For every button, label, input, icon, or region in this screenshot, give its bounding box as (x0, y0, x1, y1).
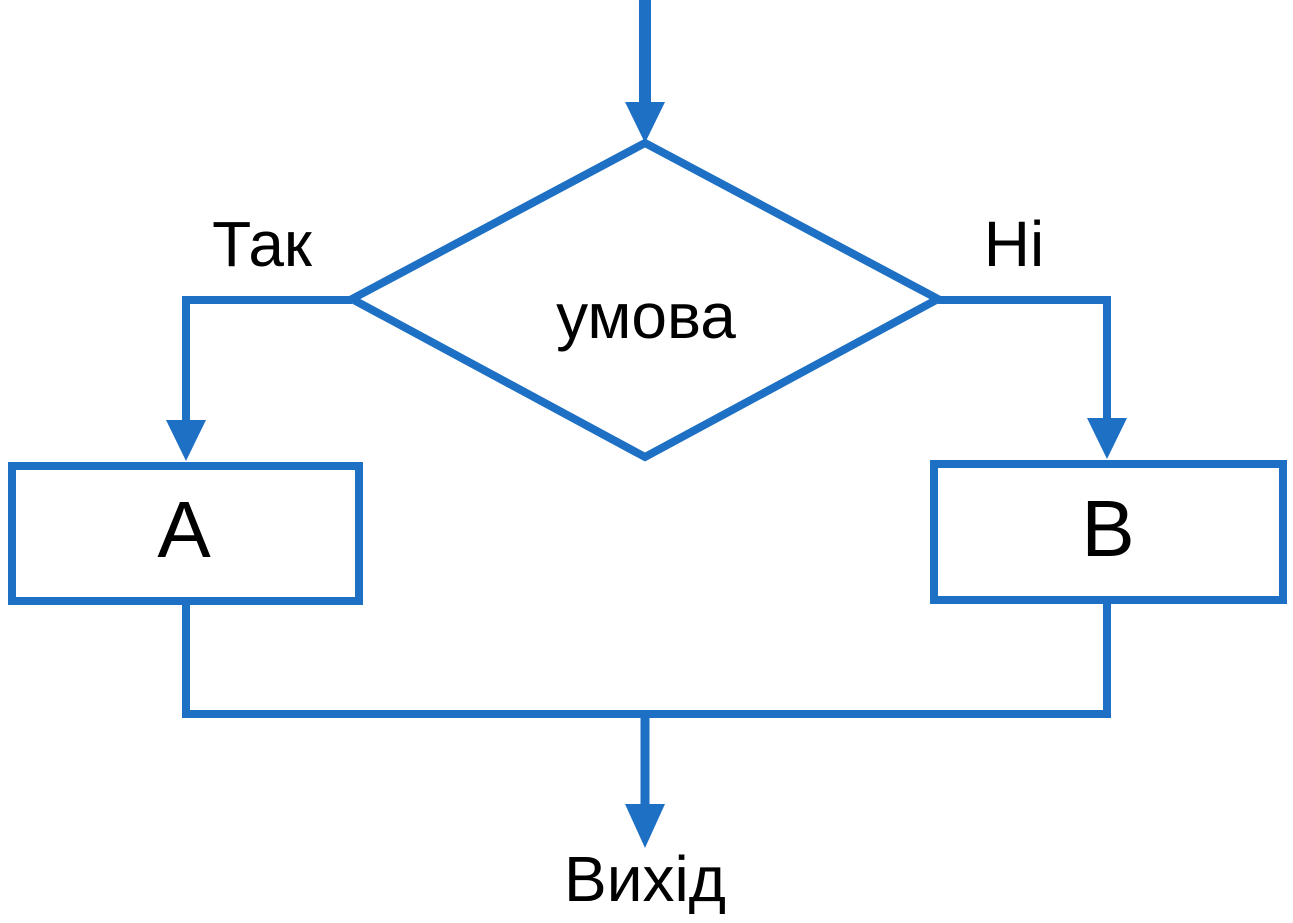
box-a-label: А (157, 485, 211, 574)
no-branch-line (938, 296, 1111, 422)
no-branch-connector (938, 296, 1127, 459)
process-box-a (8, 462, 363, 605)
yes-branch-line (182, 296, 352, 424)
box-b-label: В (1081, 484, 1134, 573)
exit-arrowhead-icon (625, 804, 665, 848)
condition-label: умова (556, 280, 736, 352)
merge-connector (182, 598, 1111, 718)
process-box-b (930, 460, 1287, 604)
decision-diamond (343, 138, 947, 462)
no-branch-label: Ні (984, 208, 1044, 280)
flow-entry-arrowhead-icon (625, 102, 665, 143)
flow-entry-arrow (625, 0, 665, 143)
yes-branch-label: Так (212, 208, 313, 280)
yes-branch-arrowhead-icon (166, 420, 206, 461)
exit-arrow (625, 714, 665, 848)
no-branch-arrowhead-icon (1087, 418, 1127, 459)
yes-branch-connector (166, 296, 352, 461)
exit-label: Вихід (564, 843, 726, 915)
